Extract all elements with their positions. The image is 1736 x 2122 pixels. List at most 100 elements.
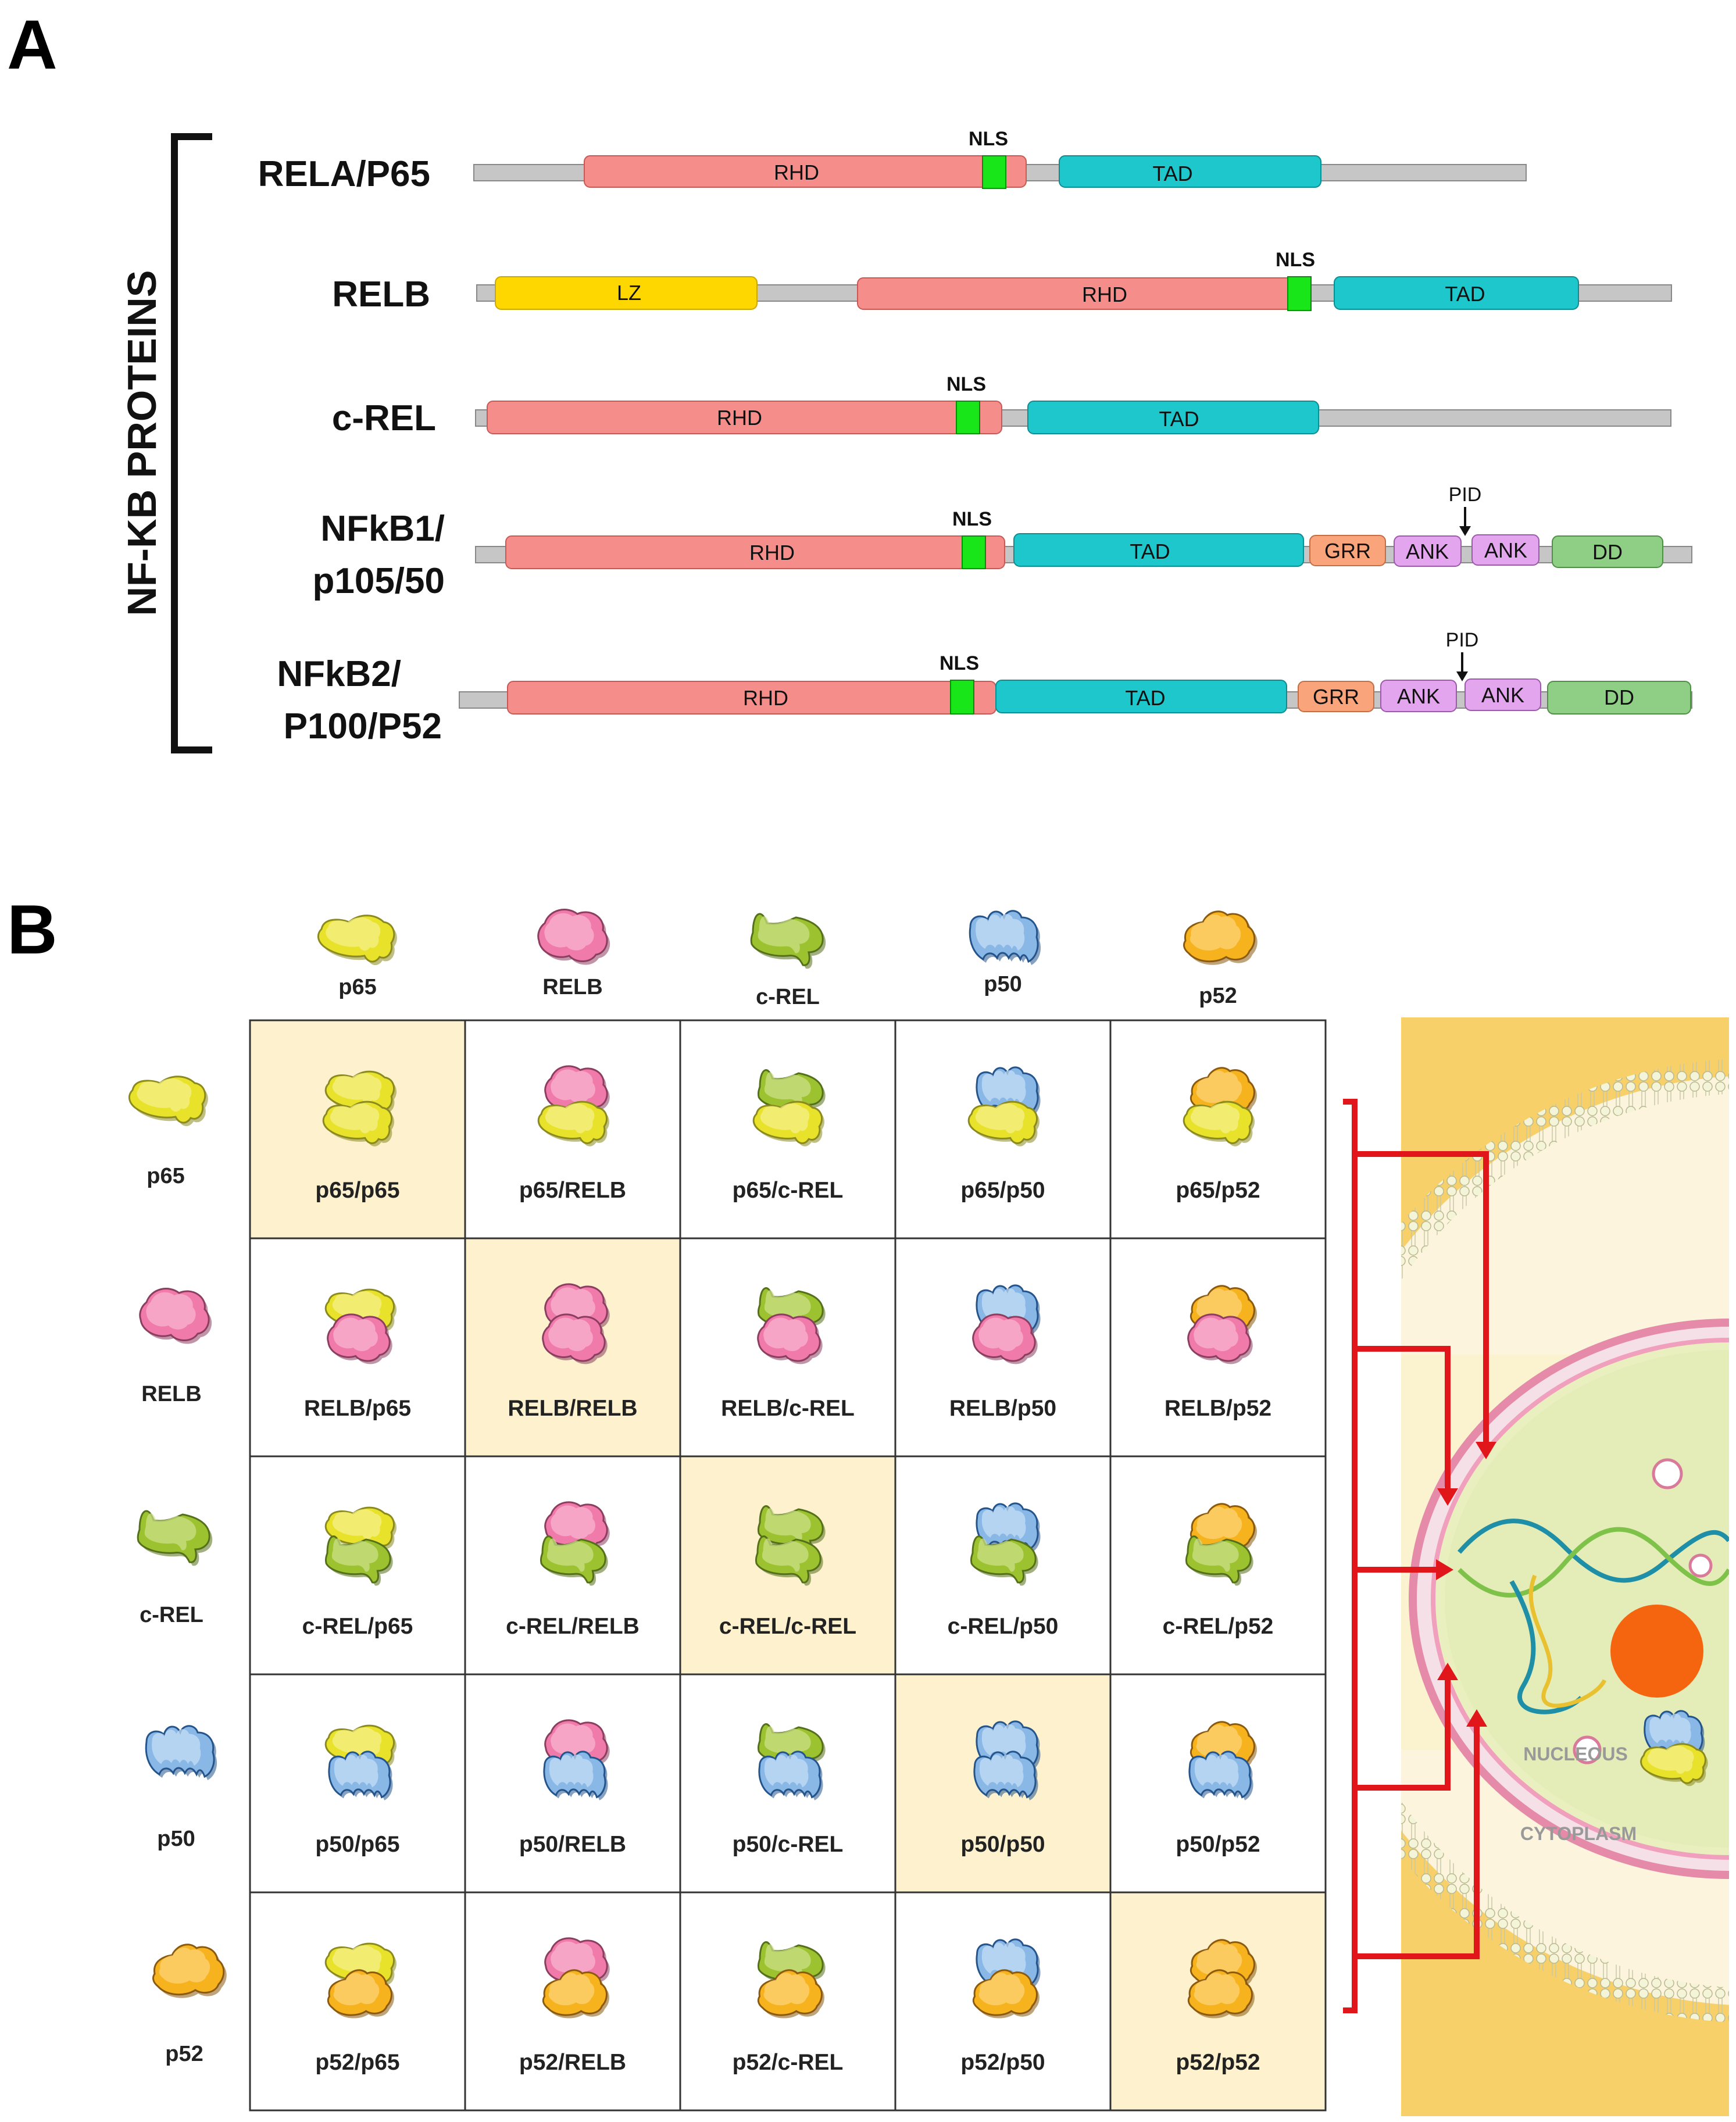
domain-label: GRR — [1313, 685, 1359, 709]
nuclear-pore-vesicle — [1652, 1458, 1683, 1489]
domain-label: LZ — [617, 281, 641, 305]
domain-tad — [1334, 276, 1579, 310]
dimer-bottom-subunit — [324, 1535, 393, 1586]
protein-c-rel: c-REL RHD NLS TAD — [332, 373, 1671, 438]
dimer-label: c-REL/p50 — [948, 1614, 1059, 1639]
arrow-5 — [1355, 1721, 1480, 1959]
bound-dimer-p65 — [1640, 1743, 1708, 1787]
monomer-label-top: p50 — [984, 972, 1021, 996]
protein-name-line-1: NFkB1/ — [320, 509, 445, 549]
domain-label: RHD — [774, 160, 819, 184]
domain-label: GRR — [1324, 539, 1371, 563]
dimer-bottom-subunit — [752, 1101, 825, 1146]
nls-segment — [962, 535, 986, 569]
domain-label: ANK — [1481, 683, 1524, 707]
monomer-label-left: p50 — [157, 1827, 195, 1851]
dimer-label: p50/p52 — [1176, 1832, 1260, 1857]
dimer-label: RELB/p50 — [949, 1396, 1056, 1421]
dimer-bottom-subunit — [542, 1969, 609, 2019]
domain-dd — [1552, 535, 1663, 568]
dimer-label: p50/RELB — [519, 1832, 626, 1857]
dimer-label: p65/p52 — [1176, 1178, 1260, 1203]
protein-relb: RELB LZ RHD NLS TAD — [332, 249, 1672, 315]
monomer-icon-top-relb — [537, 909, 610, 965]
nls-label: NLS — [952, 508, 992, 530]
dimer-bottom-subunit — [758, 1751, 823, 1801]
nls-label: NLS — [940, 652, 979, 674]
dimer-cell: p50/p52 — [1109, 1673, 1327, 1894]
nucleolus — [1610, 1605, 1703, 1698]
dimer-cell: p50/RELB — [464, 1673, 681, 1894]
dimer-cell: p52/RELB — [464, 1891, 681, 2112]
domain-ank-2 — [1464, 678, 1541, 711]
monomer-icon-top-p52 — [1183, 910, 1258, 965]
dimer-label: p65/RELB — [519, 1178, 626, 1203]
monomer-icon-top-p50 — [969, 910, 1041, 965]
nls-segment — [950, 680, 974, 715]
dimer-bottom-subunit — [972, 1313, 1038, 1364]
domain-tad — [1013, 533, 1304, 567]
dimer-label: RELB/p65 — [304, 1396, 411, 1421]
dimer-cell: c-REL/p52 — [1109, 1455, 1327, 1676]
domain-label: TAD — [1159, 407, 1199, 431]
domain-label: TAD — [1130, 540, 1170, 563]
domain-label: RHD — [1082, 283, 1127, 306]
dimer-bottom-subunit — [755, 1535, 823, 1586]
dimer-label: p65/p50 — [960, 1178, 1045, 1203]
arrow-3-head — [1436, 1559, 1453, 1580]
dimer-top-subunit — [544, 1501, 610, 1552]
domain-label: ANK — [1406, 540, 1449, 563]
dimer-label: p52/p52 — [1176, 2050, 1260, 2075]
red-bracket — [1343, 1099, 1358, 2013]
arrow-2 — [1355, 1346, 1451, 1494]
domain-label: TAD — [1445, 282, 1485, 306]
protein-nfkb2: NFkB2/ P100/P52 RHD NLS TAD GRR ANK ANK … — [277, 629, 1692, 746]
dimer-label: RELB/p52 — [1165, 1396, 1271, 1421]
nls-segment — [982, 155, 1006, 189]
domain-rhd — [505, 535, 1005, 569]
domain-label: ANK — [1397, 684, 1440, 708]
protein-nfkb1: NFkB1/ p105/50 RHD NLS TAD GRR ANK ANK D… — [312, 484, 1692, 601]
pid-label: PID — [1446, 629, 1479, 651]
panel-a: A NF-KB PROTEINS RELA/P65 RHD NLS TAD RE… — [7, 6, 1692, 753]
dimer-label: RELB/c-REL — [721, 1396, 855, 1421]
domain-tad — [1027, 401, 1319, 434]
dimer-bottom-subunit — [973, 1751, 1038, 1801]
panel-a-letter: A — [7, 6, 58, 84]
dimer-top-subunit — [976, 1502, 1041, 1552]
dimer-cell: p50/c-REL — [679, 1673, 896, 1894]
protein-name-line-1: NFkB2/ — [277, 654, 401, 694]
domain-rhd — [487, 401, 1002, 434]
dimer-label: RELB/RELB — [508, 1396, 637, 1421]
dimer-bottom-subunit — [1188, 1751, 1253, 1801]
dna-strand-4 — [1528, 1574, 1607, 1708]
nls-segment — [956, 401, 980, 434]
dimer-label: c-REL/c-REL — [719, 1614, 856, 1639]
nls-label: NLS — [946, 373, 986, 395]
dimer-top-subunit — [976, 1066, 1041, 1116]
dimer-bottom-subunit — [757, 1313, 823, 1364]
dimer-bottom-subunit — [328, 1751, 393, 1801]
domain-label: TAD — [1152, 162, 1192, 185]
dimer-cell: c-REL/c-REL — [679, 1455, 896, 1676]
monomer-label-left: p52 — [165, 2042, 203, 2066]
dimer-cell: RELB/c-REL — [679, 1237, 896, 1457]
dimer-bottom-subunit — [972, 1969, 1040, 2019]
protein-name: c-REL — [332, 398, 436, 438]
arrow-5-head — [1466, 1709, 1487, 1727]
dimer-cell: c-REL/p65 — [249, 1455, 466, 1676]
arrow-4 — [1355, 1674, 1451, 1791]
domain-label: DD — [1592, 540, 1623, 564]
monomer-label-left: p65 — [147, 1164, 184, 1188]
dna-strand-3 — [1509, 1580, 1583, 1714]
dimer-label: p65/c-REL — [733, 1178, 844, 1203]
domain-label: ANK — [1484, 538, 1527, 562]
monomer-icon-left-p50 — [145, 1725, 217, 1780]
dna-strand-1 — [1457, 1519, 1729, 1583]
dimer-cell: c-REL/RELB — [464, 1455, 681, 1676]
domain-dd — [1547, 681, 1691, 715]
protein-rela-p65: RELA/P65 RHD NLS TAD — [258, 128, 1527, 194]
dimer-label: c-REL/p65 — [302, 1614, 413, 1639]
